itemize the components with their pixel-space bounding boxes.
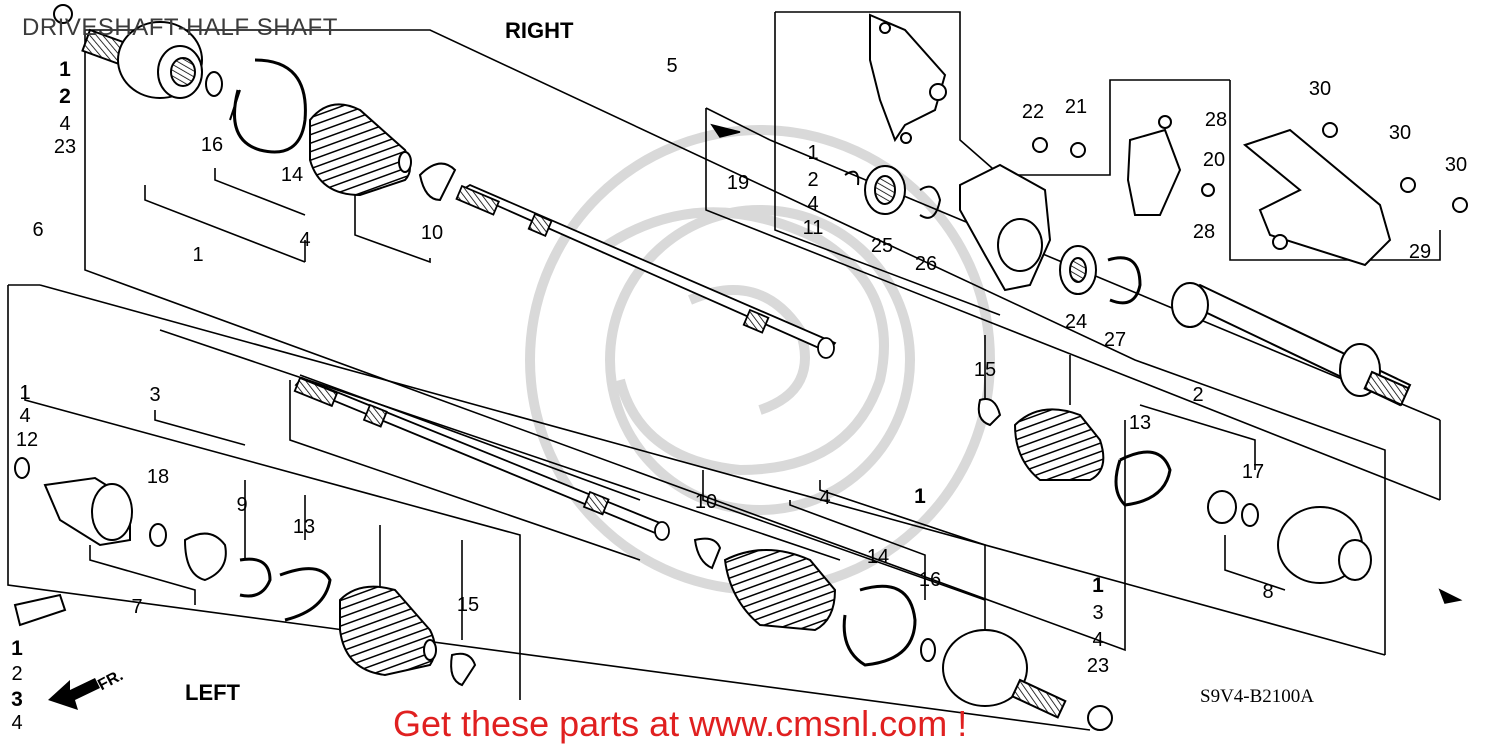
- callout-13a: 13: [1128, 412, 1152, 434]
- diagram-code: S9V4-B2100A: [1200, 686, 1315, 707]
- callout-22: 22: [1021, 101, 1045, 123]
- callout-g4: 4: [807, 193, 819, 215]
- callout-1b: 1: [914, 485, 926, 508]
- callout-25: 25: [870, 235, 894, 257]
- callout-br1: 1: [1092, 574, 1104, 597]
- callout-bl2: 2: [11, 663, 23, 685]
- side-label-left: LEFT: [185, 680, 240, 705]
- callout-27: 27: [1103, 329, 1127, 351]
- callout-19: 19: [726, 172, 750, 194]
- intermediate-bracket: [844, 13, 1215, 305]
- callout-br3: 3: [1092, 602, 1104, 624]
- callout-bl1: 1: [11, 637, 23, 660]
- callout-26: 26: [914, 253, 938, 275]
- callout-3: 3: [149, 384, 161, 406]
- callout-17: 17: [1241, 461, 1265, 483]
- callout-l1: 1: [19, 382, 31, 404]
- callout-1a: 1: [192, 244, 204, 266]
- callout-g11: 11: [802, 217, 824, 239]
- callout-g2: 2: [807, 169, 819, 191]
- boot-left: [339, 585, 477, 687]
- callout-6: 6: [32, 219, 44, 241]
- callout-16b: 16: [918, 569, 942, 591]
- callout-tl-2: 2: [59, 85, 71, 108]
- callout-7: 7: [131, 596, 143, 618]
- callout-12: 12: [15, 429, 39, 451]
- callout-30b: 30: [1388, 122, 1412, 144]
- callout-18: 18: [146, 466, 170, 488]
- callout-10a: 10: [420, 222, 444, 244]
- callout-8: 8: [1262, 581, 1274, 603]
- callout-tl-1: 1: [59, 58, 71, 81]
- callout-bl3: 3: [11, 688, 23, 711]
- outer-joint-top: [53, 4, 223, 99]
- callout-tl-23: 23: [53, 136, 77, 158]
- callout-10b: 10: [694, 491, 718, 513]
- page-title: DRIVESHAFT-HALF SHAFT: [22, 14, 338, 41]
- front-arrow-icon: [48, 678, 100, 710]
- callout-15a: 15: [973, 359, 997, 381]
- callout-4b: 4: [819, 487, 831, 509]
- callout-28a: 28: [1204, 109, 1228, 131]
- callout-br23: 23: [1086, 655, 1110, 677]
- promo-banner[interactable]: Get these parts at www.cmsnl.com !: [393, 703, 968, 744]
- inner-joint-left: [13, 457, 332, 627]
- boot-top: [229, 58, 457, 202]
- callout-5: 5: [666, 55, 678, 77]
- boot-bottom: [693, 537, 1113, 731]
- callout-g1: 1: [807, 142, 819, 164]
- callout-16a: 16: [200, 134, 224, 156]
- callout-24: 24: [1064, 311, 1088, 333]
- callout-9: 9: [236, 494, 248, 516]
- side-label-right: RIGHT: [505, 18, 574, 43]
- callout-15b: 15: [456, 594, 480, 616]
- callout-20: 20: [1202, 149, 1226, 171]
- callout-l4: 4: [19, 405, 31, 427]
- callout-14b: 14: [866, 546, 890, 568]
- callout-30a: 30: [1308, 78, 1332, 100]
- callout-14a: 14: [280, 164, 304, 186]
- callout-13b: 13: [292, 516, 316, 538]
- callout-bl4: 4: [11, 712, 23, 734]
- callout-21: 21: [1064, 96, 1088, 118]
- callout-4a: 4: [299, 229, 311, 251]
- inner-shaft-right: [1171, 282, 1412, 407]
- callout-30c: 30: [1444, 154, 1468, 176]
- callout-28b: 28: [1192, 221, 1216, 243]
- boot-right: [977, 398, 1372, 584]
- heat-shield: [1242, 122, 1468, 267]
- callout-29: 29: [1408, 241, 1432, 263]
- callout-tl-4: 4: [59, 113, 71, 135]
- callout-2: 2: [1192, 384, 1204, 406]
- callout-br4: 4: [1092, 629, 1104, 651]
